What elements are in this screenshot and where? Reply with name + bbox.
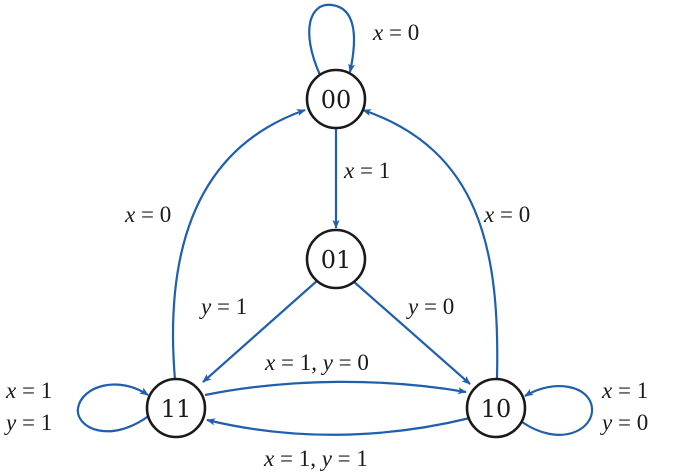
edge-01-to-11 <box>202 279 319 383</box>
state-11-circle <box>145 377 207 439</box>
label-10-to-11: x = 1, y = 1 <box>263 446 368 471</box>
label-10-self-line1: x = 1 <box>601 378 648 403</box>
state-00-circle <box>305 68 367 130</box>
state-01-circle <box>305 228 367 290</box>
edge-10-to-11 <box>206 416 471 436</box>
state-11-label: 11 <box>161 395 192 423</box>
label-11-self-line2: y = 1 <box>4 410 52 435</box>
label-00-to-01: x = 1 <box>343 158 390 183</box>
edge-11-to-00 <box>171 108 306 381</box>
transition-labels: x = 0 x = 1 x = 0 x = 0 y = 1 y = 0 x = … <box>4 20 648 471</box>
state-10-label: 10 <box>481 395 512 423</box>
label-11-to-10: x = 1, y = 0 <box>264 350 369 375</box>
edge-00-self <box>308 3 356 76</box>
label-10-self-line2: y = 0 <box>600 410 648 435</box>
state-00: 00 <box>305 68 367 130</box>
edge-10-to-00 <box>362 108 499 379</box>
state-10-circle <box>465 377 527 439</box>
state-00-label: 00 <box>321 86 352 114</box>
label-01-to-10: y = 0 <box>406 294 454 319</box>
label-00-self: x = 0 <box>372 20 419 45</box>
transitions <box>76 3 594 436</box>
edge-11-self <box>76 383 151 433</box>
label-11-to-00: x = 0 <box>124 202 171 227</box>
edge-10-self <box>521 385 594 436</box>
label-11-self-line1: x = 1 <box>5 378 52 403</box>
label-10-to-00: x = 0 <box>483 202 530 227</box>
edge-11-to-10 <box>204 380 467 397</box>
states: 00 01 11 10 <box>145 68 527 439</box>
state-01: 01 <box>305 228 367 290</box>
edge-01-to-10 <box>352 280 471 385</box>
state-01-label: 01 <box>321 246 352 274</box>
state-11: 11 <box>145 377 207 439</box>
label-01-to-11: y = 1 <box>199 294 247 319</box>
state-10: 10 <box>465 377 527 439</box>
